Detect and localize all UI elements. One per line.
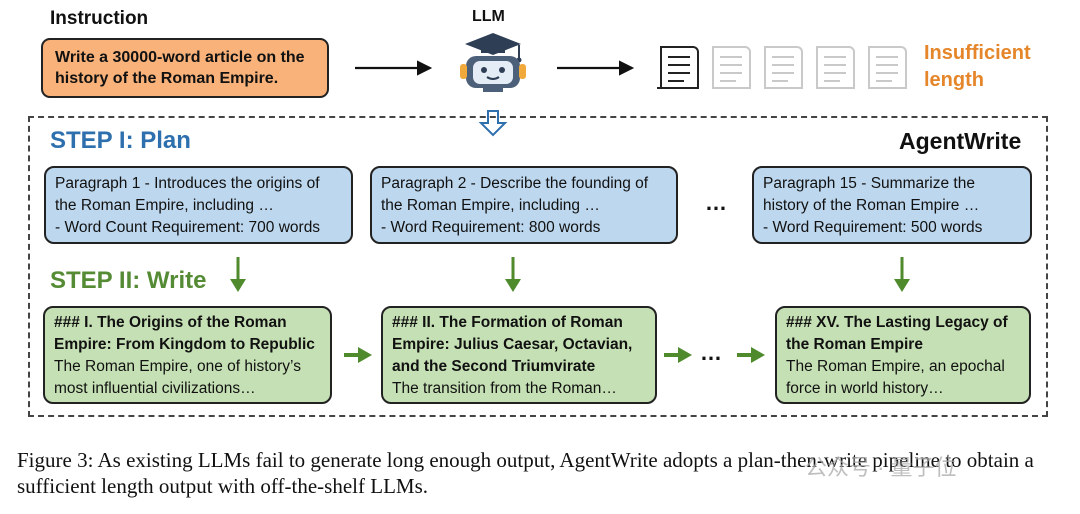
plan-line: - Word Count Requirement: 700 words: [55, 219, 321, 236]
step2-label: STEP II: Write: [50, 267, 207, 294]
write-box-2: ### II. The Formation of Roman Empire: J…: [381, 306, 657, 404]
write-body: The Roman Empire, one of history’s most …: [54, 358, 301, 397]
plan-line: Paragraph 2 - Describe the founding of: [381, 175, 649, 192]
agentwrite-frame: [28, 116, 1048, 417]
plan-box-2: Paragraph 2 - Describe the founding of t…: [370, 166, 678, 244]
write-box-1: ### I. The Origins of the Roman Empire: …: [43, 306, 332, 404]
document-icon: [657, 46, 699, 89]
llm-label: LLM: [472, 8, 505, 25]
plan-line: the Roman Empire, including …: [55, 197, 274, 214]
plan-box-15: Paragraph 15 - Summarize the history of …: [752, 166, 1032, 244]
plan-ellipsis: …: [705, 190, 729, 215]
write-body: The Roman Empire, an epochal force in wo…: [786, 358, 1005, 397]
insufficient-line1: Insufficient: [924, 42, 1031, 64]
write-ellipsis: …: [700, 340, 724, 365]
plan-line: Paragraph 1 - Introduces the origins of: [55, 175, 320, 192]
hollow-down-arrow: [478, 110, 508, 137]
write-chain-arrows: [344, 347, 765, 363]
plan-line: the Roman Empire, including …: [381, 197, 600, 214]
write-title: ### XV. The Lasting Legacy of the Roman …: [786, 314, 1008, 353]
plan-line: history of the Roman Empire …: [763, 197, 980, 214]
watermark: 公众号 · 量子位: [805, 455, 957, 480]
faded-document-icon: [712, 46, 907, 89]
instruction-label: Instruction: [50, 8, 149, 29]
plan-line: Paragraph 15 - Summarize the: [763, 175, 975, 192]
write-title: ### I. The Origins of the Roman Empire: …: [54, 314, 315, 353]
plan-line: - Word Requirement: 800 words: [381, 219, 601, 236]
insufficient-line2: length: [924, 69, 984, 91]
step1-label: STEP I: Plan: [50, 127, 191, 154]
plan-line: - Word Requirement: 500 words: [763, 219, 983, 236]
figure-caption: Figure 3: As existing LLMs fail to gener…: [17, 448, 1034, 498]
write-box-15: ### XV. The Lasting Legacy of the Roman …: [775, 306, 1031, 404]
robot-graduate-icon: [460, 33, 526, 92]
write-body: The transition from the Roman…: [392, 380, 617, 397]
plan-to-write-arrows: [230, 257, 910, 292]
insufficient-length-label: Insufficient length: [924, 40, 1031, 94]
agentwrite-title: AgentWrite: [899, 128, 1022, 154]
instruction-box: Write a 30000-word article on the histor…: [41, 38, 329, 98]
write-title: ### II. The Formation of Roman Empire: J…: [392, 314, 633, 375]
plan-box-1: Paragraph 1 - Introduces the origins of …: [44, 166, 353, 244]
